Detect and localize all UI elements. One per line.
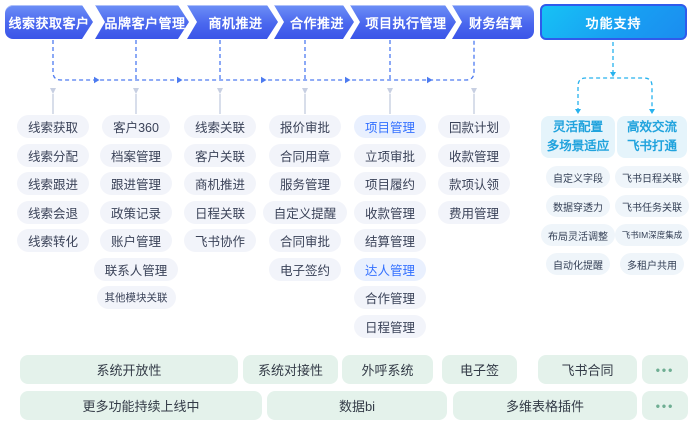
capability-box-esign[interactable]: 电子签 (442, 355, 517, 384)
column-lead-acquisition: 线索获取 线索分配 线索跟进 线索会退 线索转化 (8, 115, 98, 258)
capability-box-connectivity[interactable]: 系统对接性 (243, 355, 338, 384)
feature-pill-highlighted[interactable]: 项目管理 (353, 115, 426, 138)
feature-pill[interactable]: 电子签约 (268, 257, 341, 281)
support-header-line: 高效交流 (626, 120, 677, 135)
feature-pill[interactable]: 客户关联 (183, 143, 256, 167)
capability-box-data-bi[interactable]: 数据bi (267, 391, 447, 420)
stage-financial-settlement[interactable]: 财务结算 (452, 5, 534, 39)
capability-box-call-system[interactable]: 外呼系统 (342, 355, 433, 384)
feature-pill[interactable]: 日程管理 (353, 314, 426, 338)
feature-pill[interactable]: 项目履约 (353, 172, 426, 195)
feature-pill[interactable]: 账户管理 (99, 229, 172, 252)
feature-pill[interactable]: 飞书协作 (183, 229, 256, 252)
support-header-line: 多场景适应 (546, 139, 610, 153)
capability-box-feishu-contract[interactable]: 飞书合同 (538, 355, 637, 384)
column-brand-customer: 客户360 档案管理 跟进管理 政策记录 账户管理 联系人管理 其他模块关联 (91, 115, 181, 315)
feature-pill[interactable]: 线索转化 (16, 229, 89, 252)
feature-pill[interactable]: 立项审批 (353, 143, 426, 167)
capability-box-bitable-plugin[interactable]: 多维表格插件 (453, 391, 637, 420)
support-pill[interactable]: 多租户共用 (620, 253, 684, 275)
feature-pill[interactable]: 政策记录 (99, 200, 172, 224)
feature-pill[interactable]: 结算管理 (353, 229, 426, 252)
support-button[interactable]: 功能支持 (540, 4, 687, 40)
support-group-header: 高效交流 飞书打通 (617, 116, 687, 158)
stage-brand-customer-mgmt[interactable]: 品牌客户管理 (95, 5, 189, 39)
more-capabilities-button[interactable]: ••• (642, 355, 688, 384)
column-cooperation: 报价审批 合同用章 服务管理 自定义提醒 合同审批 电子签约 (260, 115, 350, 286)
feature-pill[interactable]: 合同审批 (268, 229, 341, 252)
support-pill[interactable]: 自定义字段 (546, 166, 610, 188)
support-pill[interactable]: 数据穿透力 (546, 195, 610, 217)
feature-pill[interactable]: 档案管理 (99, 143, 172, 167)
feature-pill[interactable]: 线索分配 (16, 143, 89, 167)
feature-pill[interactable]: 收款管理 (353, 200, 426, 224)
support-group-feishu-integration: 高效交流 飞书打通 飞书日程关联 飞书任务关联 飞书IM深度集成 多租户共用 (612, 116, 690, 282)
stage-lead-acquisition[interactable]: 线索获取客户 (5, 5, 93, 39)
stage-opportunity-advance[interactable]: 商机推进 (187, 5, 278, 39)
feature-pill[interactable]: 商机推进 (183, 172, 256, 195)
feature-pill[interactable]: 费用管理 (437, 200, 510, 224)
support-group-flexible-config: 灵活配置 多场景适应 自定义字段 数据穿透力 布局灵活调整 自动化提醒 (536, 116, 620, 282)
feature-pill[interactable]: 联系人管理 (93, 257, 179, 281)
column-project-execution: 项目管理 立项审批 项目履约 收款管理 结算管理 达人管理 合作管理 日程管理 (345, 115, 435, 343)
support-header-line: 灵活配置 (552, 120, 603, 135)
capability-box-openness[interactable]: 系统开放性 (20, 355, 238, 384)
support-pill[interactable]: 飞书IM深度集成 (614, 224, 690, 246)
feature-pill[interactable]: 线索关联 (183, 115, 256, 138)
feature-pill[interactable]: 线索会退 (16, 200, 89, 224)
support-pill[interactable]: 飞书任务关联 (615, 195, 689, 217)
feature-pill[interactable]: 款项认领 (437, 172, 510, 195)
stage-project-execution[interactable]: 项目执行管理 (350, 5, 456, 39)
feature-pill[interactable]: 合同用章 (268, 143, 341, 167)
feature-pill[interactable]: 合作管理 (353, 286, 426, 309)
feature-pill[interactable]: 报价审批 (268, 115, 341, 138)
column-opportunity: 线索关联 客户关联 商机推进 日程关联 飞书协作 (175, 115, 265, 258)
feature-pill[interactable]: 线索获取 (16, 115, 89, 138)
feature-pill[interactable]: 服务管理 (268, 172, 341, 195)
support-group-header: 灵活配置 多场景适应 (541, 116, 615, 158)
support-pill[interactable]: 飞书日程关联 (615, 166, 689, 188)
feature-pill-highlighted[interactable]: 达人管理 (353, 257, 426, 281)
feature-pill[interactable]: 客户360 (102, 115, 170, 138)
more-capabilities-button[interactable]: ••• (642, 391, 688, 420)
feature-pill[interactable]: 回款计划 (437, 115, 510, 138)
support-pill[interactable]: 自动化提醒 (546, 253, 610, 275)
column-finance: 回款计划 收款管理 款项认领 费用管理 (429, 115, 519, 229)
feature-pill[interactable]: 跟进管理 (99, 172, 172, 195)
feature-pill[interactable]: 日程关联 (183, 200, 256, 224)
support-header-line: 飞书打通 (626, 139, 677, 153)
stage-cooperation-advance[interactable]: 合作推进 (274, 5, 354, 39)
support-pill[interactable]: 布局灵活调整 (541, 224, 615, 246)
capability-box-more-features[interactable]: 更多功能持续上线中 (20, 391, 262, 420)
feature-pill[interactable]: 收款管理 (437, 143, 510, 167)
feature-pill[interactable]: 自定义提醒 (262, 200, 348, 224)
feature-pill[interactable]: 线索跟进 (16, 172, 89, 195)
feature-pill[interactable]: 其他模块关联 (96, 286, 176, 309)
